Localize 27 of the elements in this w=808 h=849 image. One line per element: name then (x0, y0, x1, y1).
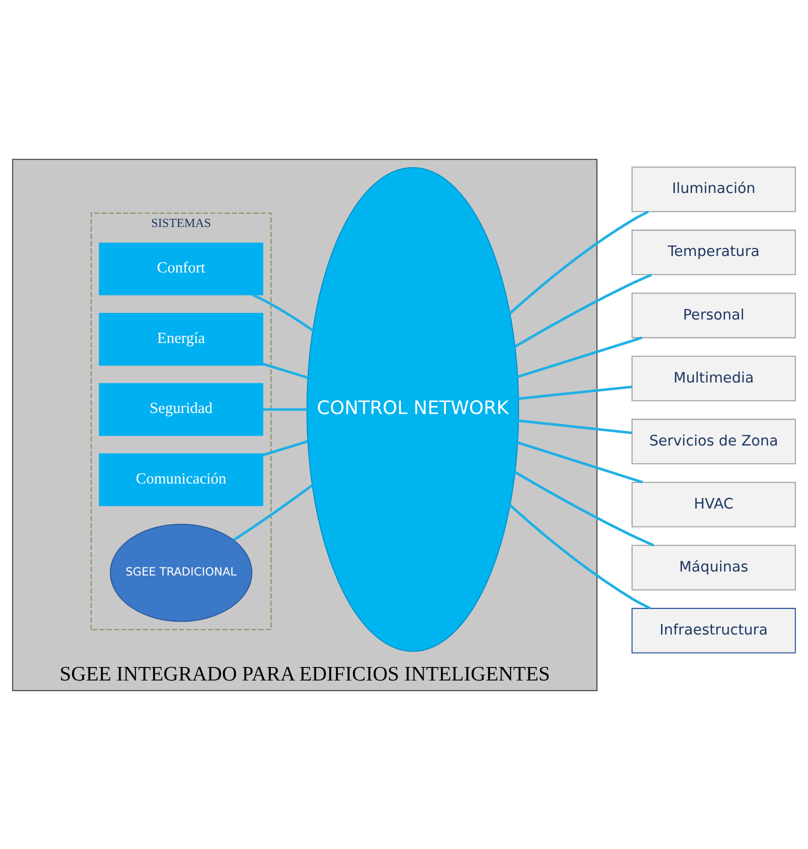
connector (262, 440, 308, 456)
node-ellipse: CONTROL NETWORK (306, 166, 520, 652)
node-box: Máquinas (632, 544, 796, 590)
connector (517, 336, 642, 378)
node-box: Energía (98, 312, 264, 366)
connector (252, 293, 314, 331)
node-box: Comunicación (98, 452, 264, 506)
node-box: Iluminación (632, 166, 796, 212)
connector (509, 504, 652, 610)
node-box: Temperatura (632, 229, 796, 275)
connector (518, 418, 632, 434)
node-ellipse: SGEE TRADICIONAL (110, 523, 252, 622)
connector (518, 385, 632, 400)
node-box: Multimedia (632, 355, 796, 401)
connector (514, 470, 654, 546)
connector (233, 484, 314, 541)
node-box: Seguridad (98, 382, 264, 436)
connector (517, 440, 643, 483)
node-box: Personal (632, 292, 796, 338)
node-box: Infraestructura (632, 607, 796, 653)
connector (508, 210, 649, 314)
connector (262, 362, 308, 378)
node-box: HVAC (632, 481, 796, 527)
connector (514, 273, 652, 348)
node-box: Confort (98, 242, 264, 295)
connector (262, 408, 308, 410)
node-box: Servicios de Zona (632, 418, 796, 464)
